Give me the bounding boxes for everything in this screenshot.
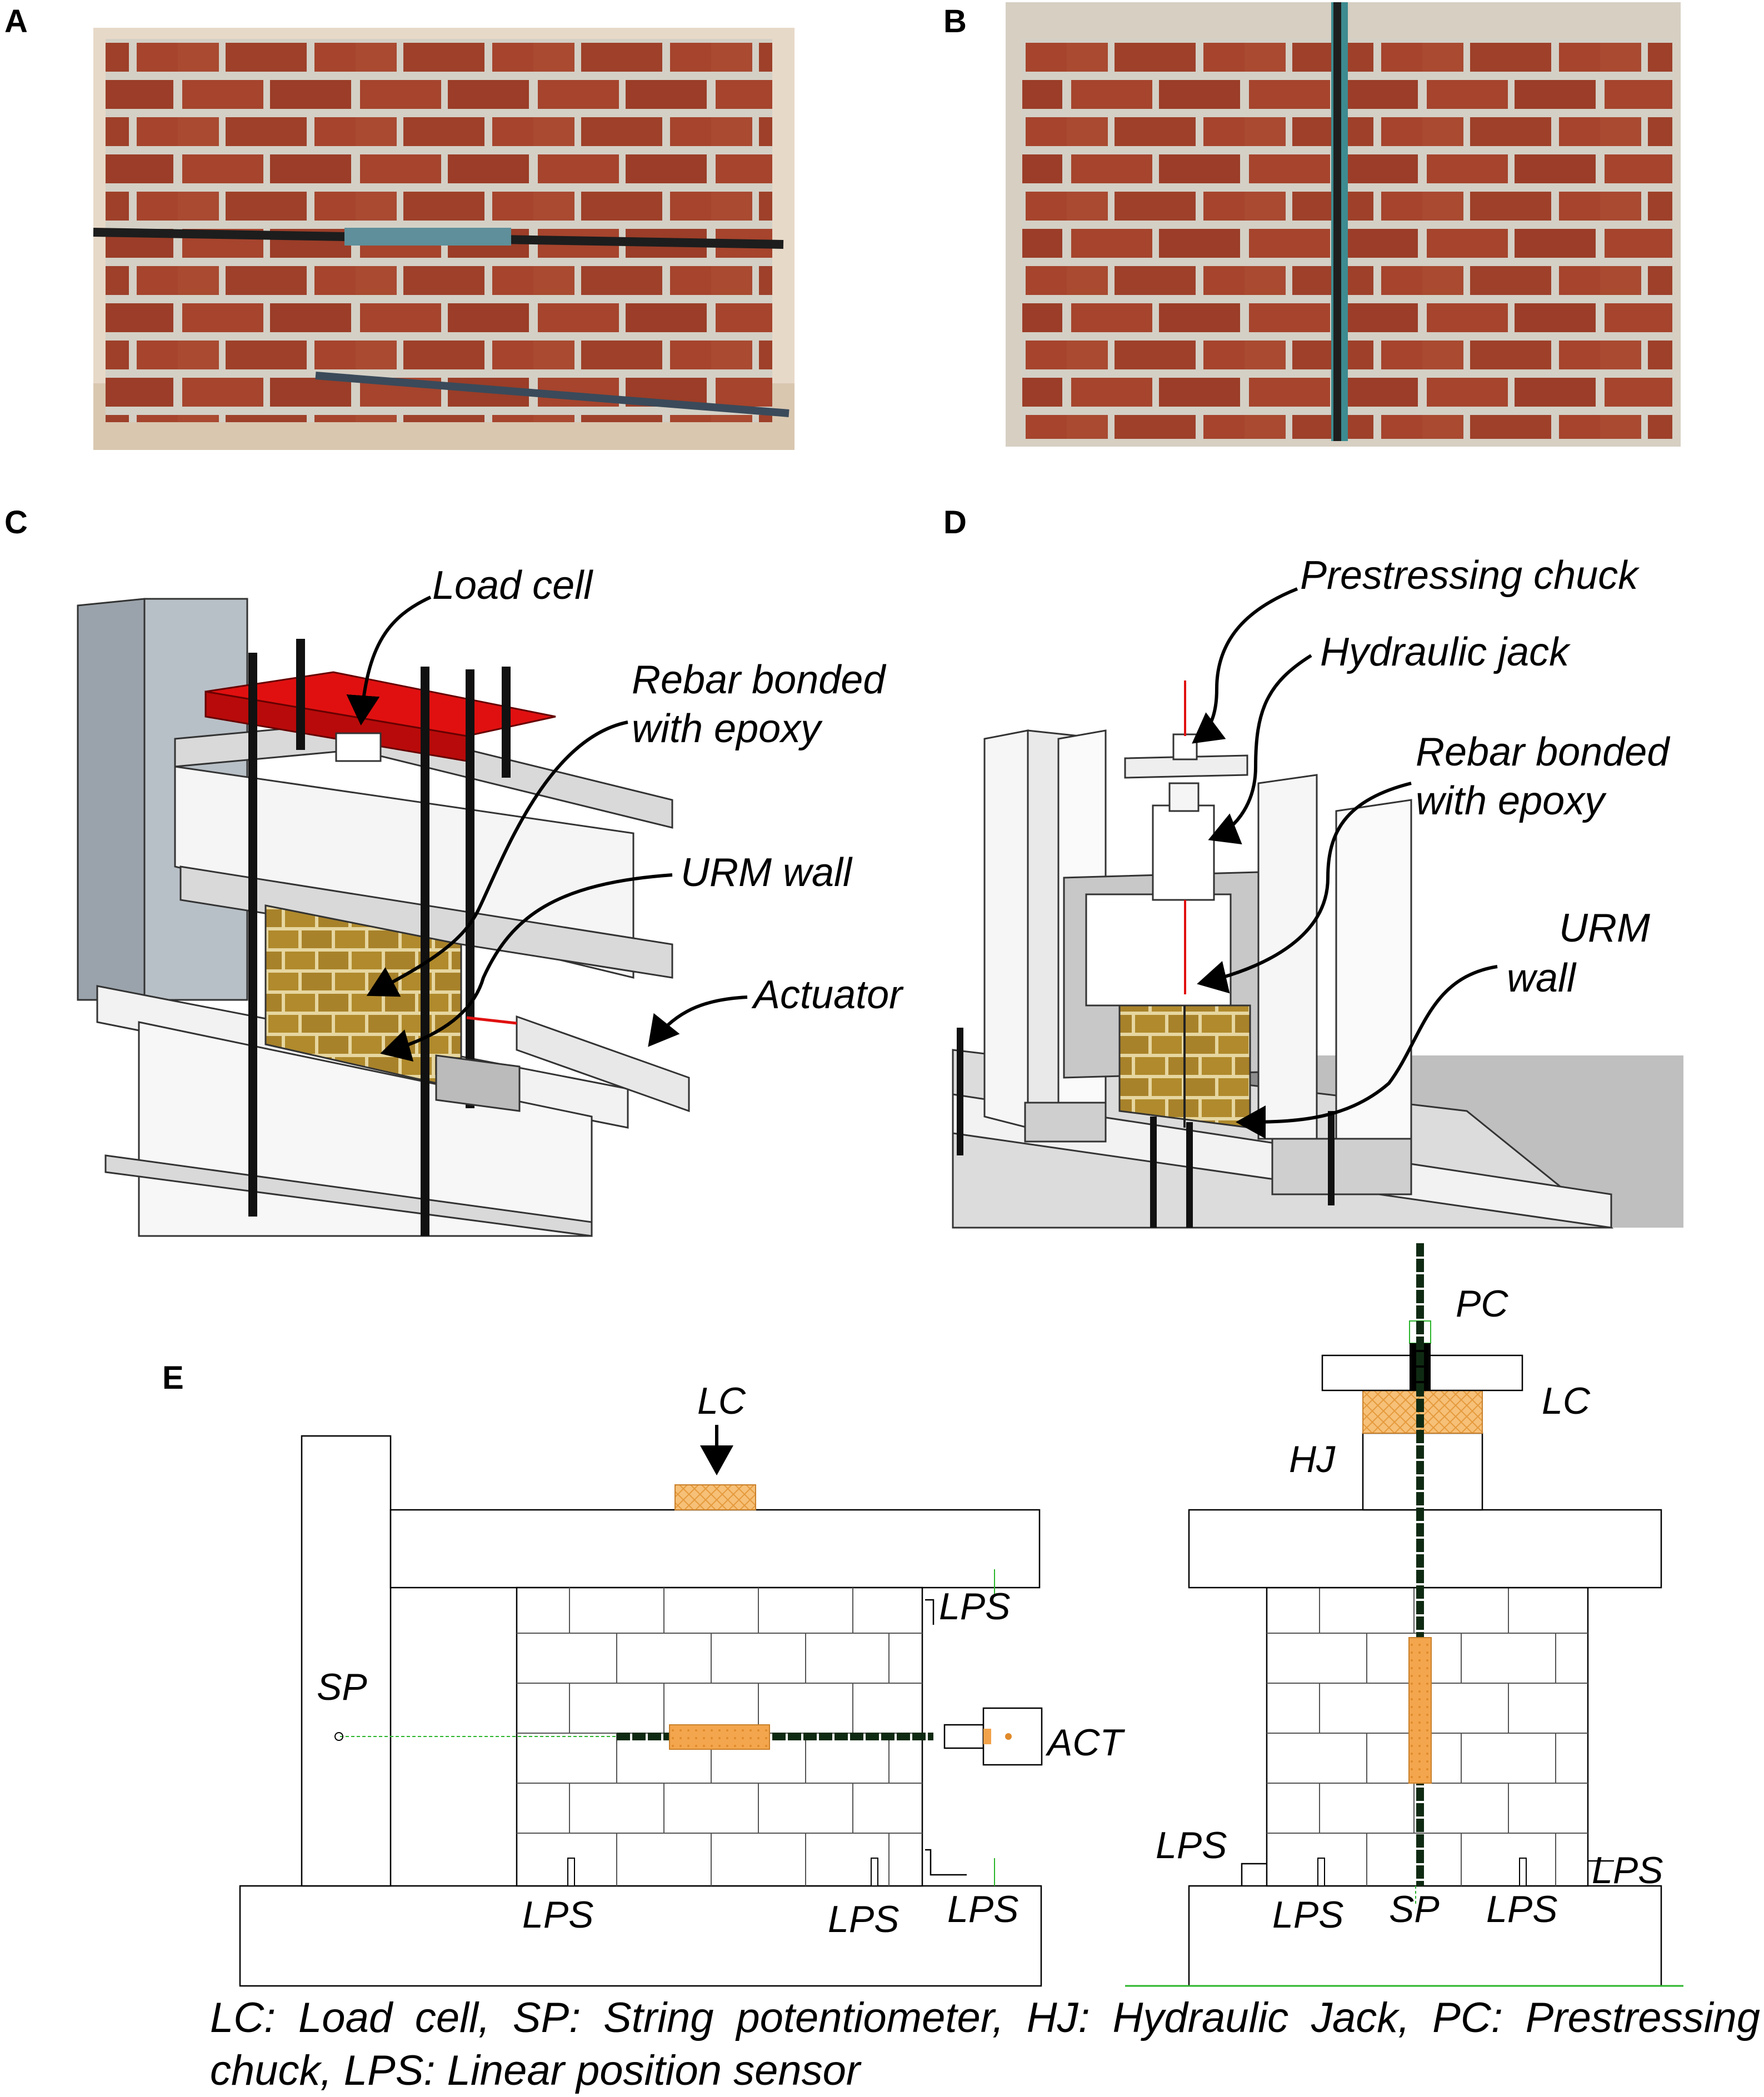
figure-caption: LC: Load cell, SP: String potentiometer,… [210, 1994, 1760, 2094]
label-e-sp-right: SP [1389, 1888, 1440, 1930]
label-load-cell: Load cell [432, 563, 593, 608]
left-load-cell [674, 1484, 756, 1510]
jack-neck [1168, 782, 1200, 812]
left-bonded-zone [669, 1724, 770, 1750]
left-actuator-rod [943, 1724, 985, 1749]
left-lps-bottom-2-sensor [871, 1858, 878, 1886]
label-e-lps-b1: LPS [522, 1894, 594, 1936]
panel-b: B [943, 2, 1681, 447]
panel-label-a: A [4, 3, 28, 39]
base-beam-flange [104, 1154, 593, 1237]
elevation-left: LC SP ACT LPS LPS LPS LPS [239, 1380, 1125, 1987]
photo-a-rebar-lower [315, 372, 789, 417]
left-lps-bottom-3-bracket [925, 1849, 967, 1876]
chuck-plate [1124, 754, 1248, 779]
label-e-lps-b3: LPS [947, 1888, 1019, 1930]
panel-a: A [4, 3, 794, 450]
panel-d: D Prestr [943, 504, 1683, 1229]
panel-label-b: B [943, 3, 967, 39]
label-e-lps-b2: LPS [828, 1898, 900, 1940]
left-column-flange [983, 729, 1029, 1129]
label-rebar-d-line2: with epoxy [1416, 779, 1607, 823]
left-sp-gauge [334, 1732, 343, 1741]
right-column-face [1335, 799, 1412, 1168]
right-lps-b1-sensor [1317, 1858, 1325, 1886]
prestressing-chuck-model [1172, 733, 1198, 760]
label-actuator: Actuator [751, 973, 904, 1017]
arrow-urm-d [1236, 965, 1498, 1139]
right-base-beam [1188, 1885, 1662, 1987]
left-actuator-plate [983, 1729, 991, 1744]
left-lps-top-bracket [925, 1599, 935, 1625]
right-prestressing-chuck [1410, 1343, 1431, 1390]
photo-a-epoxy-band [344, 228, 511, 246]
label-e-lps-left: LPS [1156, 1824, 1227, 1866]
label-e-pc: PC [1456, 1283, 1508, 1325]
label-e-lps-top: LPS [939, 1585, 1011, 1628]
load-frame-window [1085, 893, 1232, 1007]
right-top-beam [1188, 1509, 1662, 1589]
arrow-load-cell [346, 595, 432, 725]
panel-label-e: E [162, 1360, 184, 1396]
label-e-lps-rb2: LPS [1486, 1888, 1558, 1930]
load-cell-model [335, 732, 382, 762]
label-e-lps-right: LPS [1592, 1849, 1663, 1891]
left-column-base [1024, 1102, 1107, 1143]
left-base-beam [239, 1885, 1042, 1987]
label-e-hj: HJ [1289, 1438, 1336, 1480]
tie-rods [248, 639, 511, 1236]
right-lps-left-bracket [1241, 1863, 1267, 1886]
elevation-right: PC LC HJ LPS LPS LPS SP LPS [1125, 1243, 1683, 1987]
panel-label-c: C [4, 504, 28, 540]
panel-e: E [162, 1243, 1683, 1987]
arrow-urm-wall [380, 873, 673, 1062]
arrow-prestressing-chuck [1192, 587, 1298, 744]
hydraulic-jack-model [1152, 804, 1215, 901]
label-e-lc: LC [697, 1380, 746, 1422]
label-e-lc-right: LC [1542, 1380, 1591, 1422]
label-rebar-d-line1: Rebar bonded [1416, 730, 1670, 774]
label-rebar-line2: with epoxy [632, 707, 823, 751]
left-column [301, 1435, 392, 1887]
label-urm-wall: URM wall [681, 850, 853, 895]
left-actuator-pin [1005, 1733, 1012, 1740]
bracket [435, 1054, 521, 1112]
column-web [77, 598, 146, 1001]
actuator-rod [466, 1016, 517, 1025]
label-e-act: ACT [1045, 1721, 1125, 1764]
label-e-sp: SP [317, 1666, 367, 1708]
right-column-base [1271, 1138, 1412, 1195]
arrow-rebar-d [1197, 782, 1412, 994]
label-hydraulic-jack: Hydraulic jack [1320, 630, 1571, 674]
left-lps-bottom-1-sensor [567, 1858, 575, 1886]
label-urm-d-line1: URM [1559, 906, 1650, 950]
arrow-actuator [648, 995, 748, 1047]
anchor-rods-d [957, 1028, 1335, 1228]
left-top-beam [389, 1509, 1041, 1589]
right-column-flange [1257, 774, 1318, 1140]
actuator-model [516, 1015, 690, 1113]
panel-label-d: D [943, 504, 967, 540]
right-bonded-zone [1408, 1637, 1432, 1784]
left-actuator-head [982, 1707, 1043, 1766]
arrow-hydraulic-jack [1208, 654, 1312, 844]
label-urm-d-line2: wall [1507, 956, 1577, 1000]
label-rebar-line1: Rebar bonded [632, 658, 886, 702]
panel-c: C Load cell Reba [4, 504, 904, 1237]
arrow-rebar [366, 720, 628, 997]
right-lps-b2-sensor [1519, 1858, 1527, 1886]
photo-b-rebar-core [1333, 2, 1341, 441]
label-prestressing-chuck: Prestressing chuck [1300, 553, 1640, 598]
label-e-lps-rb1: LPS [1272, 1894, 1344, 1936]
